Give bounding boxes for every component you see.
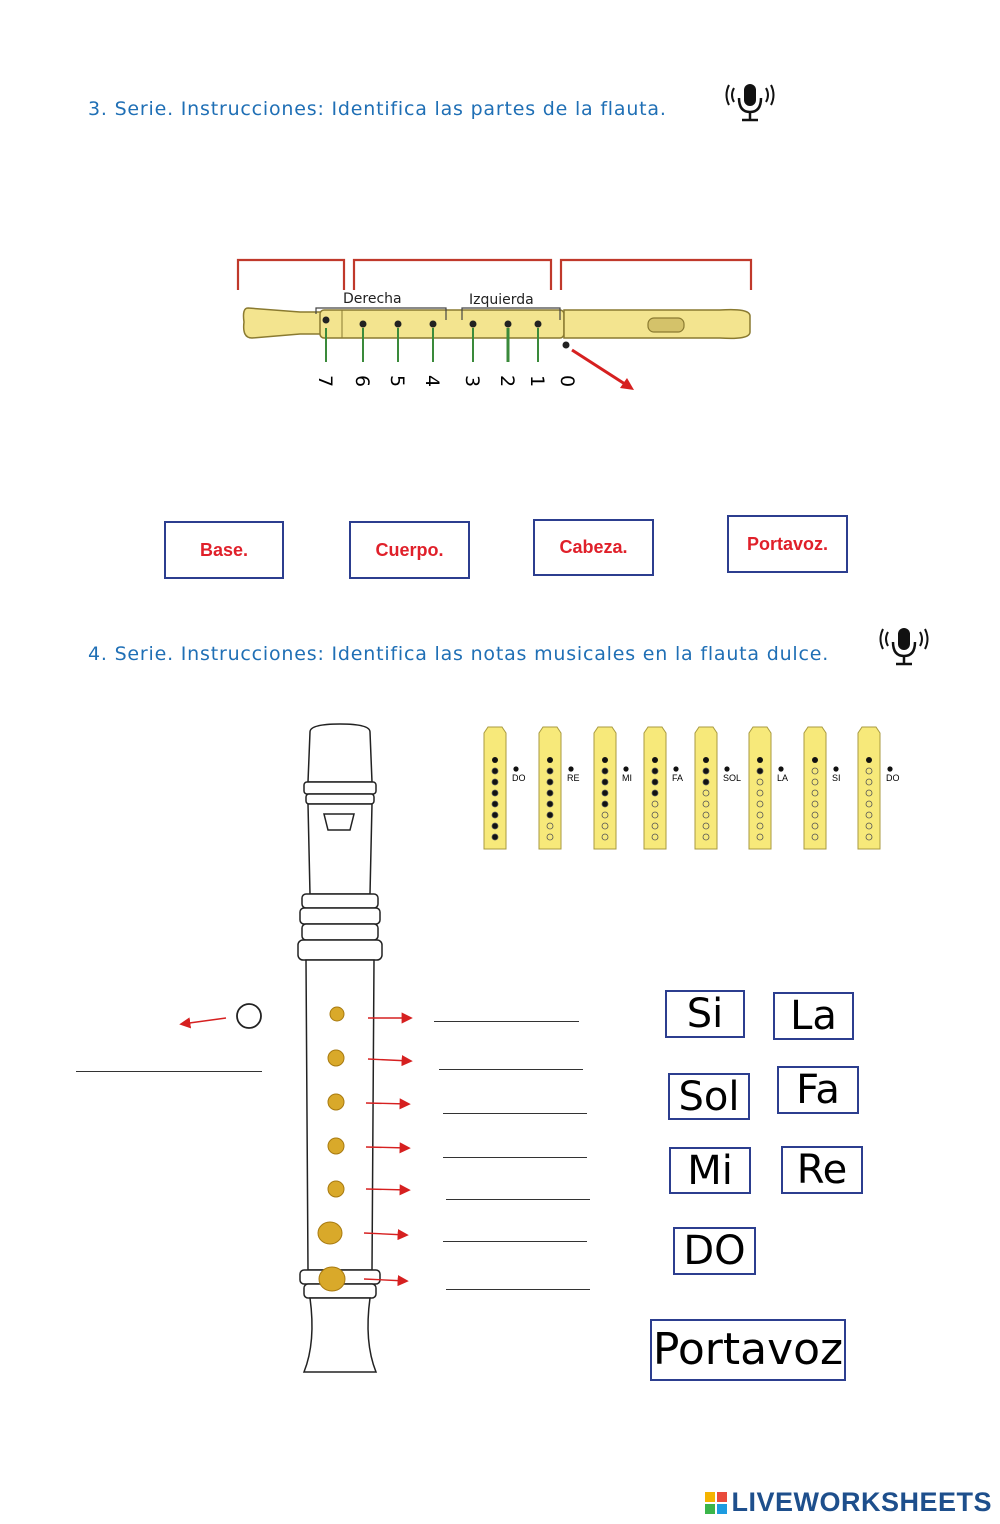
fingering-note-label: SI	[832, 773, 841, 783]
fingering-diagram	[857, 726, 893, 850]
brand-name: LIVEWORKSHEETS	[731, 1487, 992, 1517]
fingering-note-label: DO	[512, 773, 526, 783]
answer-line-hole-4[interactable]	[443, 1157, 587, 1158]
hole-number: 0	[556, 374, 579, 388]
section-4-heading: 4. Serie. Instrucciones: Identifica las …	[88, 643, 830, 665]
section-3-heading: 3. Serie. Instrucciones: Identifica las …	[88, 98, 667, 120]
note-option-sol[interactable]: Sol	[668, 1073, 750, 1120]
answer-line-hole-7[interactable]	[446, 1289, 590, 1290]
part-option-mouthpiece[interactable]: Portavoz.	[727, 515, 848, 573]
fingering-diagram	[643, 726, 679, 850]
fingering-note-label: DO	[886, 773, 900, 783]
microphone-icon[interactable]	[878, 624, 930, 668]
vertical-flute-drawing	[297, 723, 383, 1373]
bracket-body	[352, 258, 553, 290]
fingering-chart	[483, 726, 893, 850]
fingering-note-label: RE	[567, 773, 580, 783]
answer-line-hole-6[interactable]	[443, 1241, 587, 1242]
right-hand-label: Derecha	[343, 291, 402, 307]
note-option-mouthpiece[interactable]: Portavoz	[650, 1319, 846, 1381]
bracket-head	[559, 258, 753, 290]
note-option-fa[interactable]: Fa	[777, 1066, 859, 1114]
microphone-icon[interactable]	[724, 80, 776, 124]
note-option-mi[interactable]: Mi	[669, 1147, 751, 1194]
fingering-note-label: MI	[622, 773, 632, 783]
answer-line-mouthpiece[interactable]	[76, 1071, 262, 1072]
horizontal-flute-diagram	[236, 258, 753, 390]
answer-line-hole-3[interactable]	[443, 1113, 587, 1114]
fingering-diagram	[748, 726, 784, 850]
answer-line-hole-5[interactable]	[446, 1199, 590, 1200]
note-option-re[interactable]: Re	[781, 1146, 863, 1194]
note-option-do[interactable]: DO	[673, 1227, 756, 1275]
left-hand-label: Izquierda	[469, 292, 534, 308]
hole-number: 2	[496, 374, 519, 388]
fingering-diagram	[694, 726, 730, 850]
fingering-diagram	[483, 726, 519, 850]
fingering-note-label: LA	[777, 773, 789, 783]
hole-number: 4	[421, 374, 444, 388]
part-option-body[interactable]: Cuerpo.	[349, 521, 470, 579]
hole-number: 1	[526, 374, 549, 388]
liveworksheets-logo: LIVEWORKSHEETS	[705, 1487, 992, 1518]
logo-grid-icon	[705, 1491, 728, 1514]
hole-number: 7	[314, 374, 337, 388]
hole-number: 5	[386, 374, 409, 388]
fingering-note-label: FA	[672, 773, 684, 783]
part-option-base[interactable]: Base.	[164, 521, 284, 579]
hole-number: 6	[351, 374, 374, 388]
note-option-si[interactable]: Si	[665, 990, 745, 1038]
fingering-diagram	[803, 726, 839, 850]
answer-line-hole-2[interactable]	[439, 1069, 583, 1070]
bracket-base	[236, 258, 346, 290]
fingering-note-label: SOL	[723, 773, 742, 783]
fingering-diagram	[593, 726, 629, 850]
part-option-head[interactable]: Cabeza.	[533, 519, 654, 576]
hole-number: 3	[461, 374, 484, 388]
fingering-diagram	[538, 726, 574, 850]
note-option-la[interactable]: La	[773, 992, 854, 1040]
hole-arrows	[179, 1003, 413, 1287]
answer-line-hole-1[interactable]	[434, 1021, 579, 1022]
